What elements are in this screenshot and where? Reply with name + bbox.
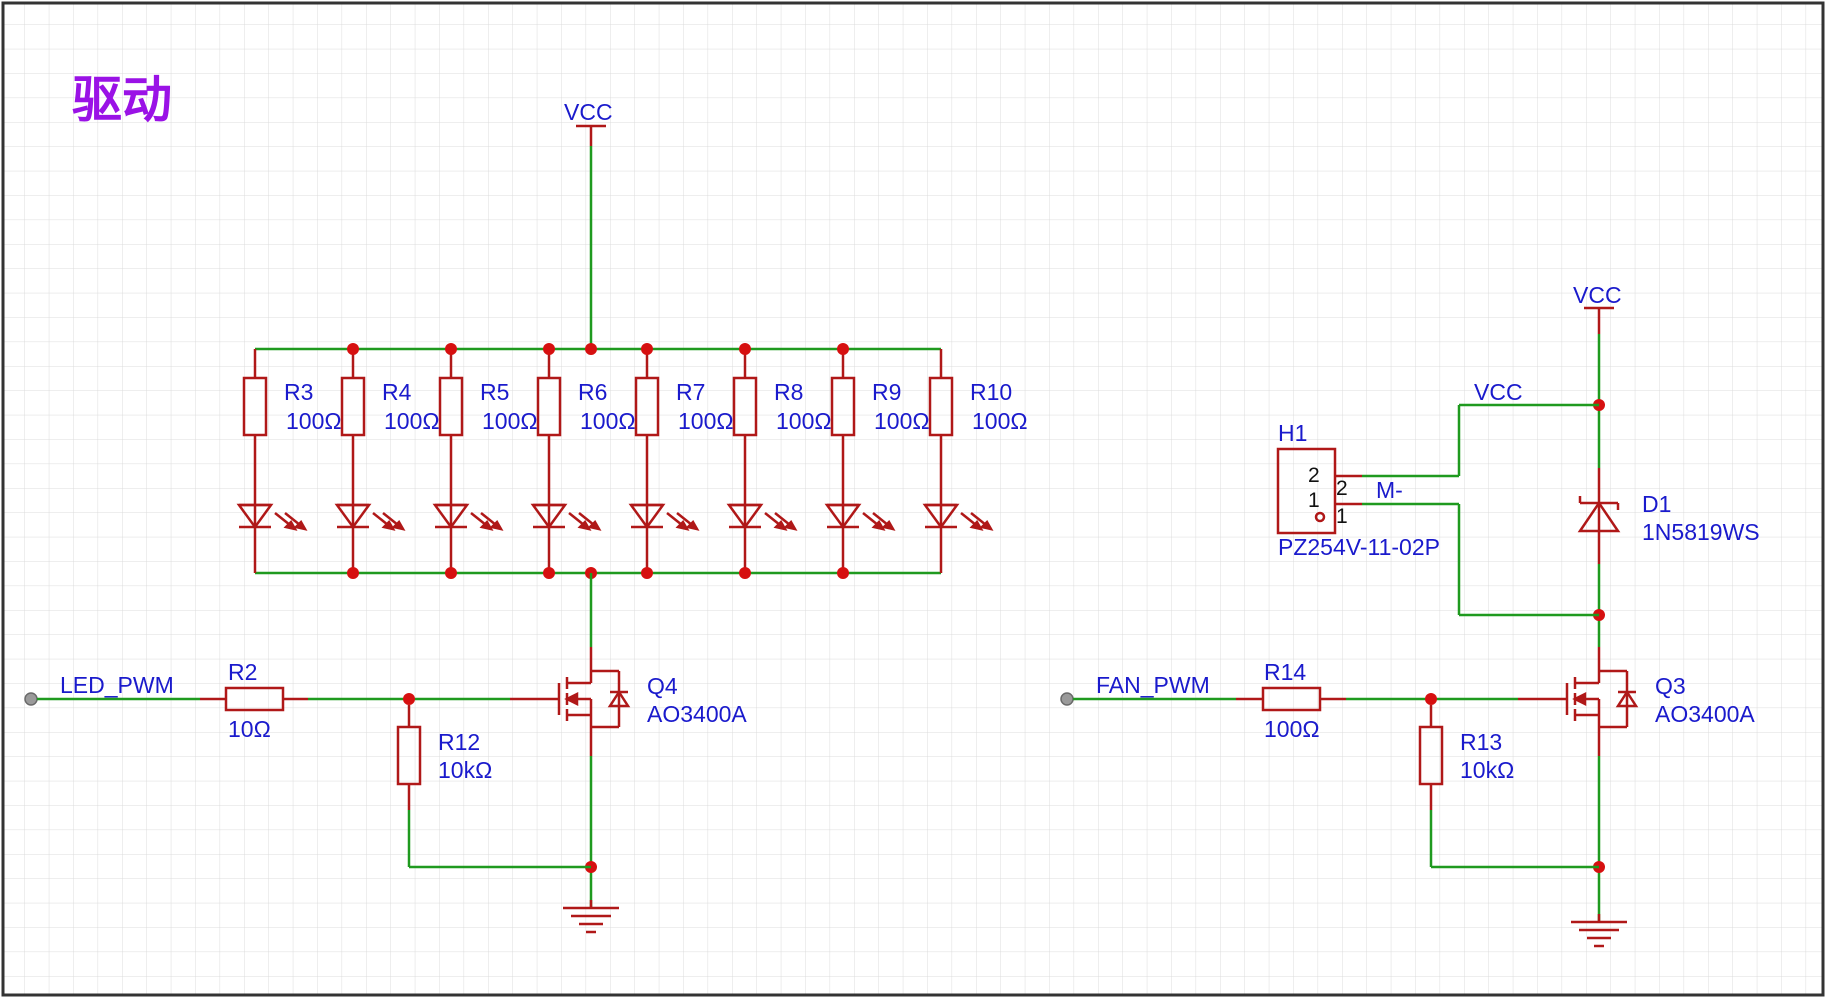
r14-ref: R14 — [1264, 659, 1306, 685]
junction-top — [837, 343, 849, 355]
connector-h1[interactable] — [1276, 447, 1337, 535]
resistor-value: 100Ω — [384, 408, 440, 434]
h1-pin2-inner: 2 — [1308, 464, 1320, 487]
junction-bottom — [837, 567, 849, 579]
junction-top — [641, 343, 653, 355]
junction-bottom — [445, 567, 457, 579]
led-branch: R10 100Ω — [923, 349, 1028, 573]
q3-ref: Q3 — [1655, 673, 1686, 699]
resistor-value: 100Ω — [874, 408, 930, 434]
junction-gate-fan — [1425, 693, 1437, 705]
led-branch: R6 100Ω — [531, 349, 636, 573]
fan-driver-section: VCC VCC D1 1N5819WS H1 PZ254V-11-02P 2 1… — [1060, 282, 1760, 948]
junction-bottom — [739, 567, 751, 579]
junction-top — [445, 343, 457, 355]
led-branch: R3 100Ω — [237, 349, 342, 573]
junction-top — [543, 343, 555, 355]
h1-pin1-number: 1 — [1336, 505, 1348, 528]
q3-value: AO3400A — [1655, 701, 1755, 727]
fan-pwm-port[interactable] — [1060, 692, 1074, 706]
junction-bottom — [347, 567, 359, 579]
resistor-ref: R4 — [382, 379, 412, 405]
led-driver-section: VCC R3 100Ω R4 100Ω R5 100Ω R6 100Ω R7 100Ω R8 100Ω… — [24, 99, 1028, 934]
junction-gate-led — [403, 693, 415, 705]
h1-ref: H1 — [1278, 420, 1307, 446]
d1-ref: D1 — [1642, 491, 1671, 517]
junction-bottom — [641, 567, 653, 579]
resistor-value: 100Ω — [286, 408, 342, 434]
resistor-ref: R5 — [480, 379, 509, 405]
resistor-ref: R8 — [774, 379, 803, 405]
m-minus-label: M- — [1376, 477, 1403, 503]
resistor-value: 100Ω — [972, 408, 1028, 434]
junction-bottom — [543, 567, 555, 579]
led-branch: R5 100Ω — [433, 349, 538, 573]
sheet-title: 驱动 — [72, 71, 172, 129]
vcc-net-label: VCC — [1474, 379, 1523, 405]
d1-value: 1N5819WS — [1642, 519, 1760, 545]
r2-ref: R2 — [228, 659, 257, 685]
r2-value: 10Ω — [228, 716, 271, 742]
led-branch: R7 100Ω — [629, 349, 734, 573]
r12-value: 10kΩ — [438, 757, 492, 783]
junction-top — [739, 343, 751, 355]
h1-pin2-number: 2 — [1336, 477, 1348, 500]
diode-d1[interactable] — [1577, 468, 1621, 564]
r12-ref: R12 — [438, 729, 480, 755]
vcc-label-fan: VCC — [1573, 282, 1622, 308]
resistor-value: 100Ω — [678, 408, 734, 434]
resistor-ref: R3 — [284, 379, 313, 405]
led-pwm-label: LED_PWM — [60, 672, 174, 698]
vcc-label-led: VCC — [564, 99, 613, 125]
led-pwm-port[interactable] — [24, 692, 38, 706]
led-branch: R8 100Ω — [727, 349, 832, 573]
resistor-ref: R7 — [676, 379, 705, 405]
r14-value: 100Ω — [1264, 716, 1320, 742]
h1-pin1-inner: 1 — [1308, 489, 1320, 512]
resistor-value: 100Ω — [776, 408, 832, 434]
r13-ref: R13 — [1460, 729, 1502, 755]
resistor-value: 100Ω — [580, 408, 636, 434]
resistor-ref: R10 — [970, 379, 1012, 405]
resistor-ref: R9 — [872, 379, 901, 405]
r13-value: 10kΩ — [1460, 757, 1514, 783]
h1-value: PZ254V-11-02P — [1278, 534, 1440, 560]
grid-background — [4, 4, 1822, 994]
resistor-ref: R6 — [578, 379, 607, 405]
fan-pwm-label: FAN_PWM — [1096, 672, 1210, 698]
junction-top — [347, 343, 359, 355]
top-junctions — [347, 343, 849, 579]
junction-vcc-led — [585, 343, 597, 355]
resistor-value: 100Ω — [482, 408, 538, 434]
q4-ref: Q4 — [647, 673, 678, 699]
q4-value: AO3400A — [647, 701, 747, 727]
